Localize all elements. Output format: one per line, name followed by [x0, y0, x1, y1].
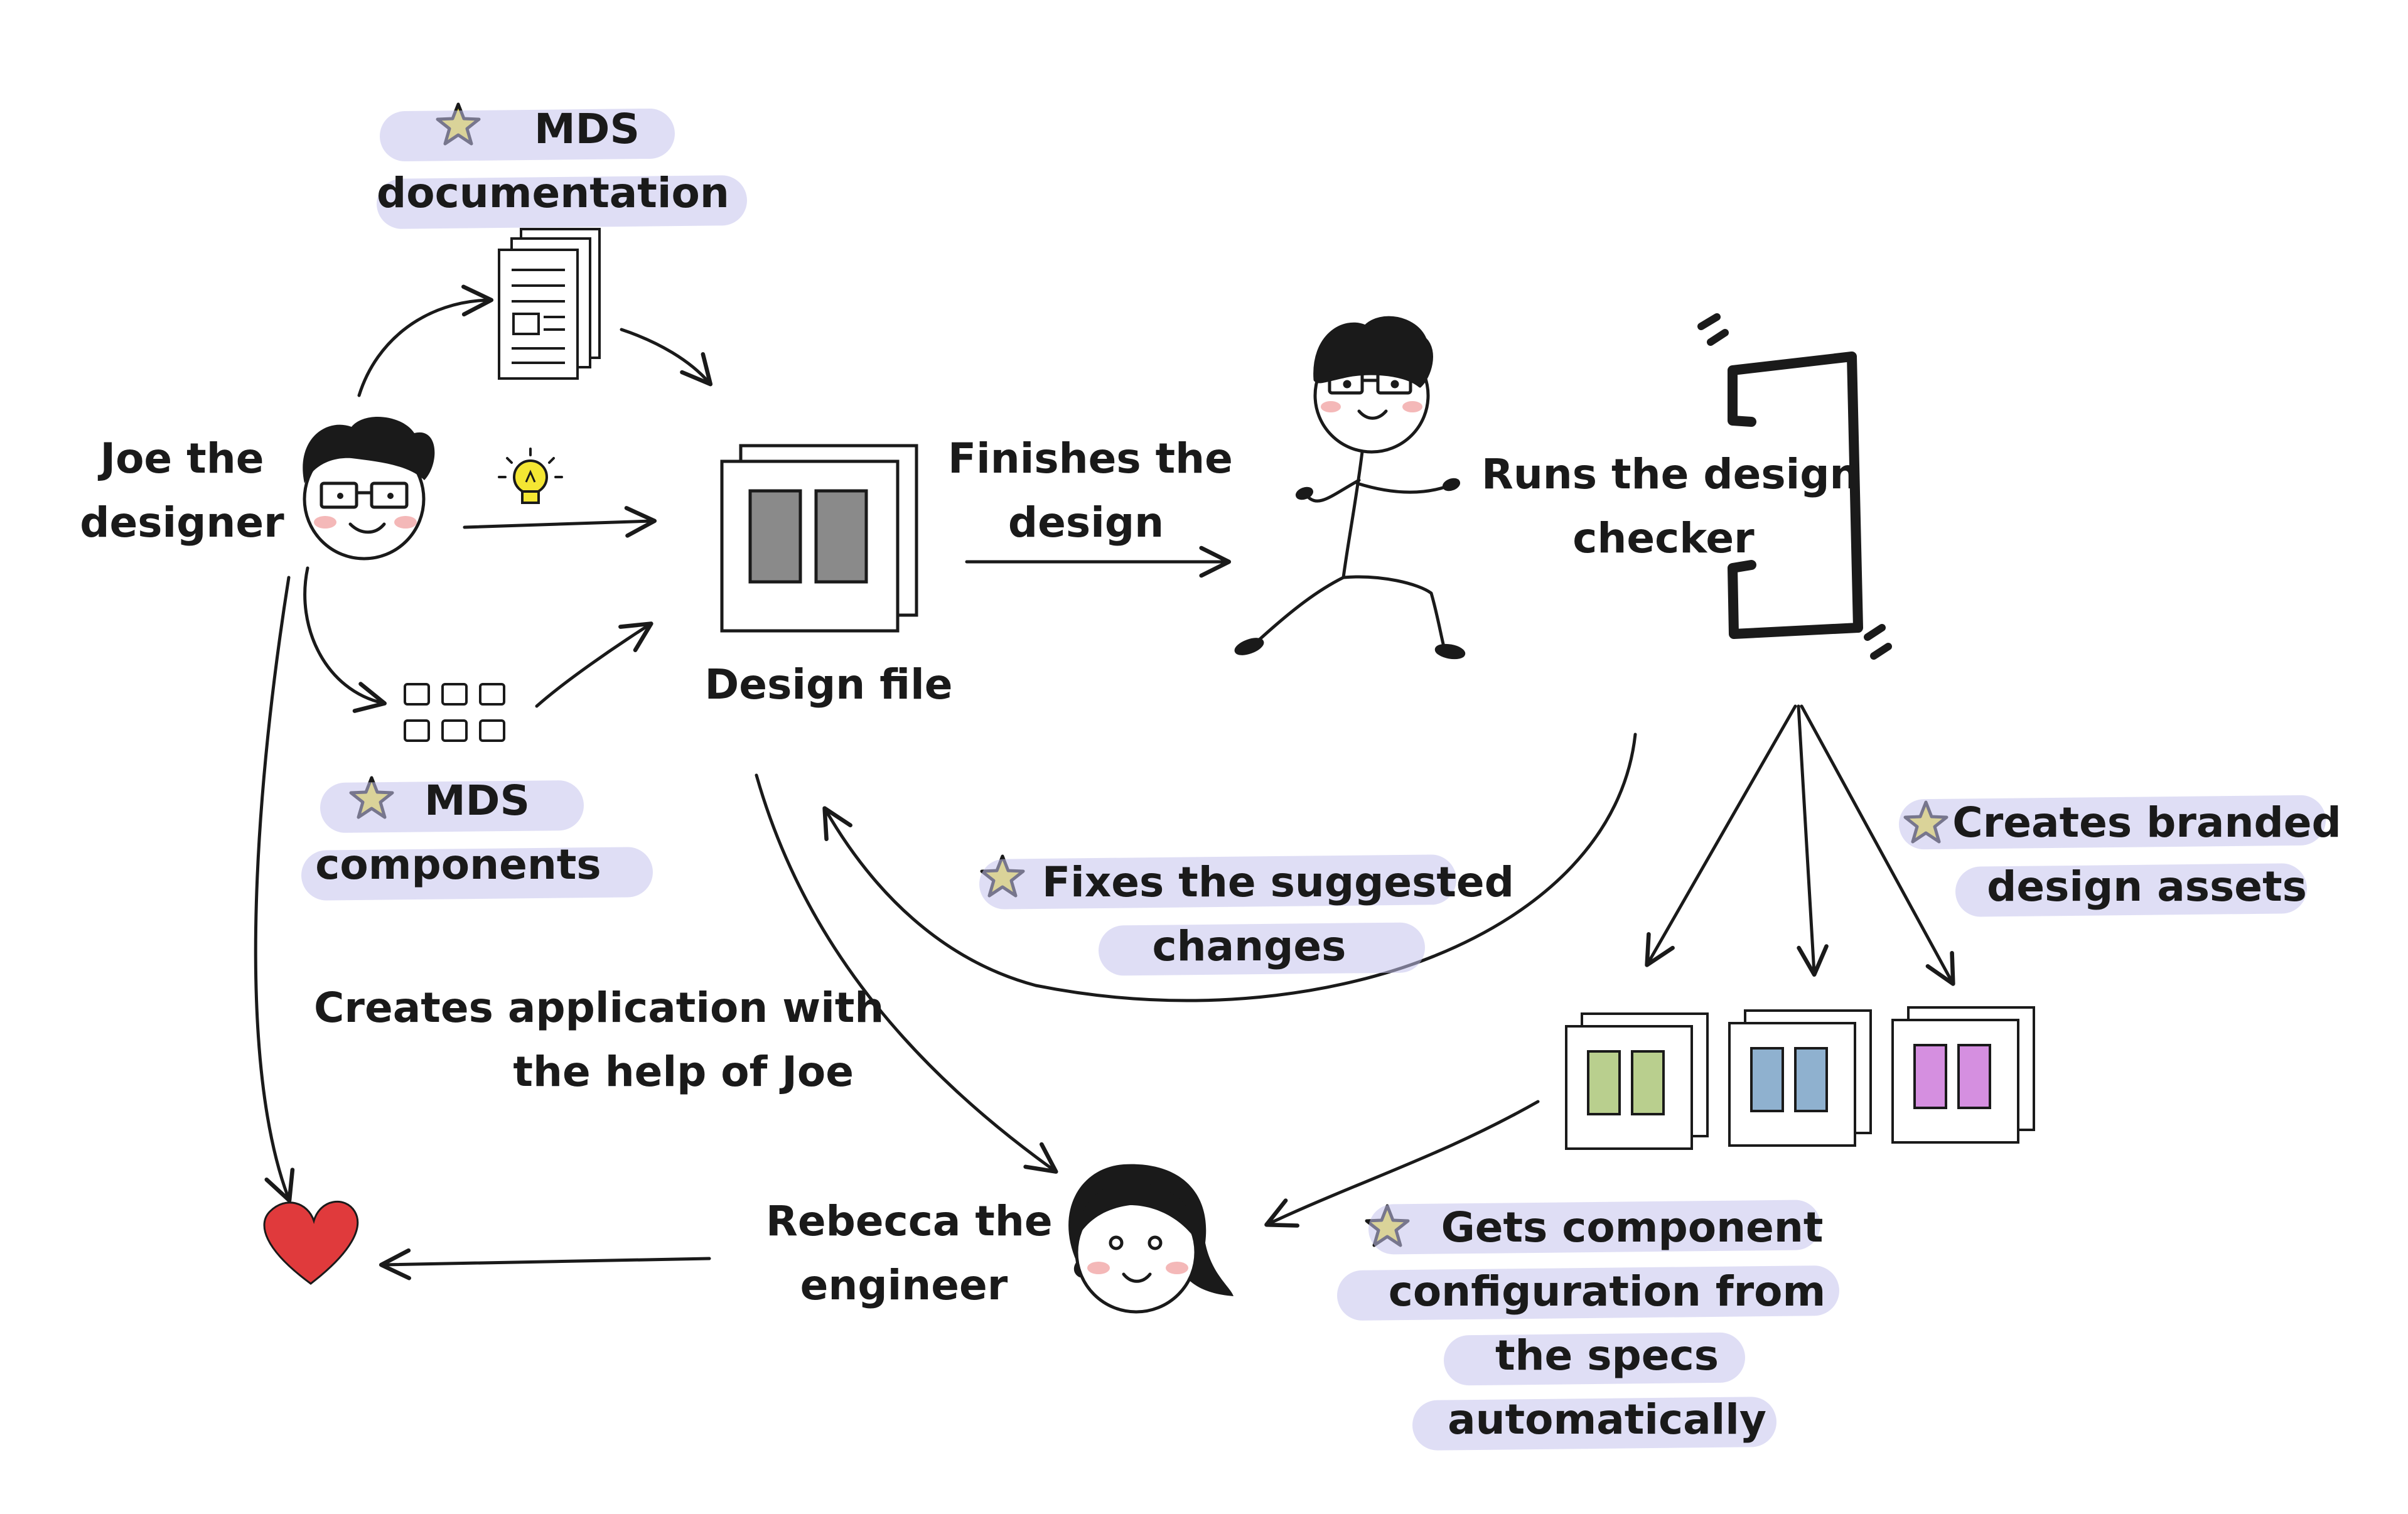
- document-stack-icon: [498, 228, 601, 380]
- arrow-assets-to-rebecca: [1264, 1100, 1540, 1228]
- label-line: Gets component: [1441, 1203, 1824, 1252]
- label-line: Joe the: [100, 434, 264, 483]
- label-mds-documentation: MDS documentation: [377, 97, 729, 225]
- arrow-docs-to-design-file: [620, 328, 713, 387]
- branded-asset-purple: [1891, 1006, 2035, 1144]
- arrow-design-file-to-rebecca: [755, 773, 1058, 1174]
- label-fixes-the-suggested-changes: Fixes the suggested changes: [1017, 851, 1514, 979]
- label-line: the help of Joe: [513, 1048, 854, 1096]
- label-line: design assets: [1987, 862, 2307, 911]
- label-mds-components: MDS components: [314, 769, 628, 897]
- branded-asset-green: [1565, 1012, 1709, 1150]
- label-line: Fixes the suggested: [1042, 858, 1514, 906]
- arrow-checker-to-asset-purple: [1800, 704, 1955, 986]
- rebecca-avatar: [1068, 1164, 1234, 1314]
- label-line: MDS: [424, 776, 530, 825]
- design-file-icon: [720, 444, 918, 633]
- arrow-joe-to-components: [303, 566, 387, 713]
- label-gets-component-configuration: Gets component configuration from the sp…: [1368, 1196, 1846, 1452]
- component-grid-icon: [404, 683, 505, 742]
- heart-icon: [263, 1201, 359, 1285]
- arrow-joe-to-design-file: [463, 506, 657, 538]
- label-line: engineer: [800, 1261, 1008, 1309]
- lightbulb-icon: [498, 448, 563, 504]
- label-joe-the-designer: Joe the designer: [75, 427, 289, 555]
- label-line: Creates branded: [1952, 798, 2341, 847]
- label-line: Rebecca the: [766, 1197, 1053, 1245]
- arrow-joe-to-docs: [357, 284, 494, 397]
- arrow-checker-fix-loop: [822, 733, 1637, 1002]
- label-finishes-the-design: Finishes the design: [948, 427, 1233, 555]
- arrow-joe-to-heart: [254, 576, 295, 1203]
- label-design-file: Design file: [697, 653, 960, 717]
- runner-figure: [1234, 316, 1466, 660]
- label-line: changes: [1152, 922, 1346, 970]
- arrow-checker-to-asset-green: [1645, 704, 1797, 967]
- label-line: designer: [80, 498, 284, 547]
- label-creates-branded-design-assets: Creates branded design assets: [1946, 791, 2348, 919]
- label-rebecca-the-engineer: Rebecca the engineer: [766, 1189, 1053, 1318]
- label-line: automatically: [1448, 1395, 1766, 1444]
- label-line: the specs: [1495, 1331, 1719, 1380]
- label-line: Design file: [704, 660, 953, 709]
- label-line: checker: [1572, 514, 1755, 562]
- label-line: Finishes the: [948, 434, 1233, 483]
- label-line: documentation: [377, 169, 729, 217]
- label-runs-the-design-checker: Runs the design checker: [1481, 443, 1859, 571]
- label-line: configuration from: [1388, 1267, 1826, 1316]
- label-line: components: [315, 840, 601, 889]
- label-line: Runs the design: [1481, 450, 1859, 498]
- label-line: design: [1008, 498, 1164, 547]
- design-checker-icon: [1697, 313, 1892, 660]
- arrow-components-to-design-file: [535, 621, 653, 708]
- joe-avatar: [303, 416, 435, 561]
- branded-asset-blue: [1728, 1009, 1872, 1147]
- arrow-checker-to-asset-blue: [1797, 704, 1829, 977]
- label-line: Creates application with: [314, 984, 884, 1032]
- label-creates-application: Creates application with the help of Joe: [314, 976, 884, 1104]
- label-line: MDS: [534, 105, 640, 153]
- arrow-rebecca-to-heart: [379, 1248, 711, 1280]
